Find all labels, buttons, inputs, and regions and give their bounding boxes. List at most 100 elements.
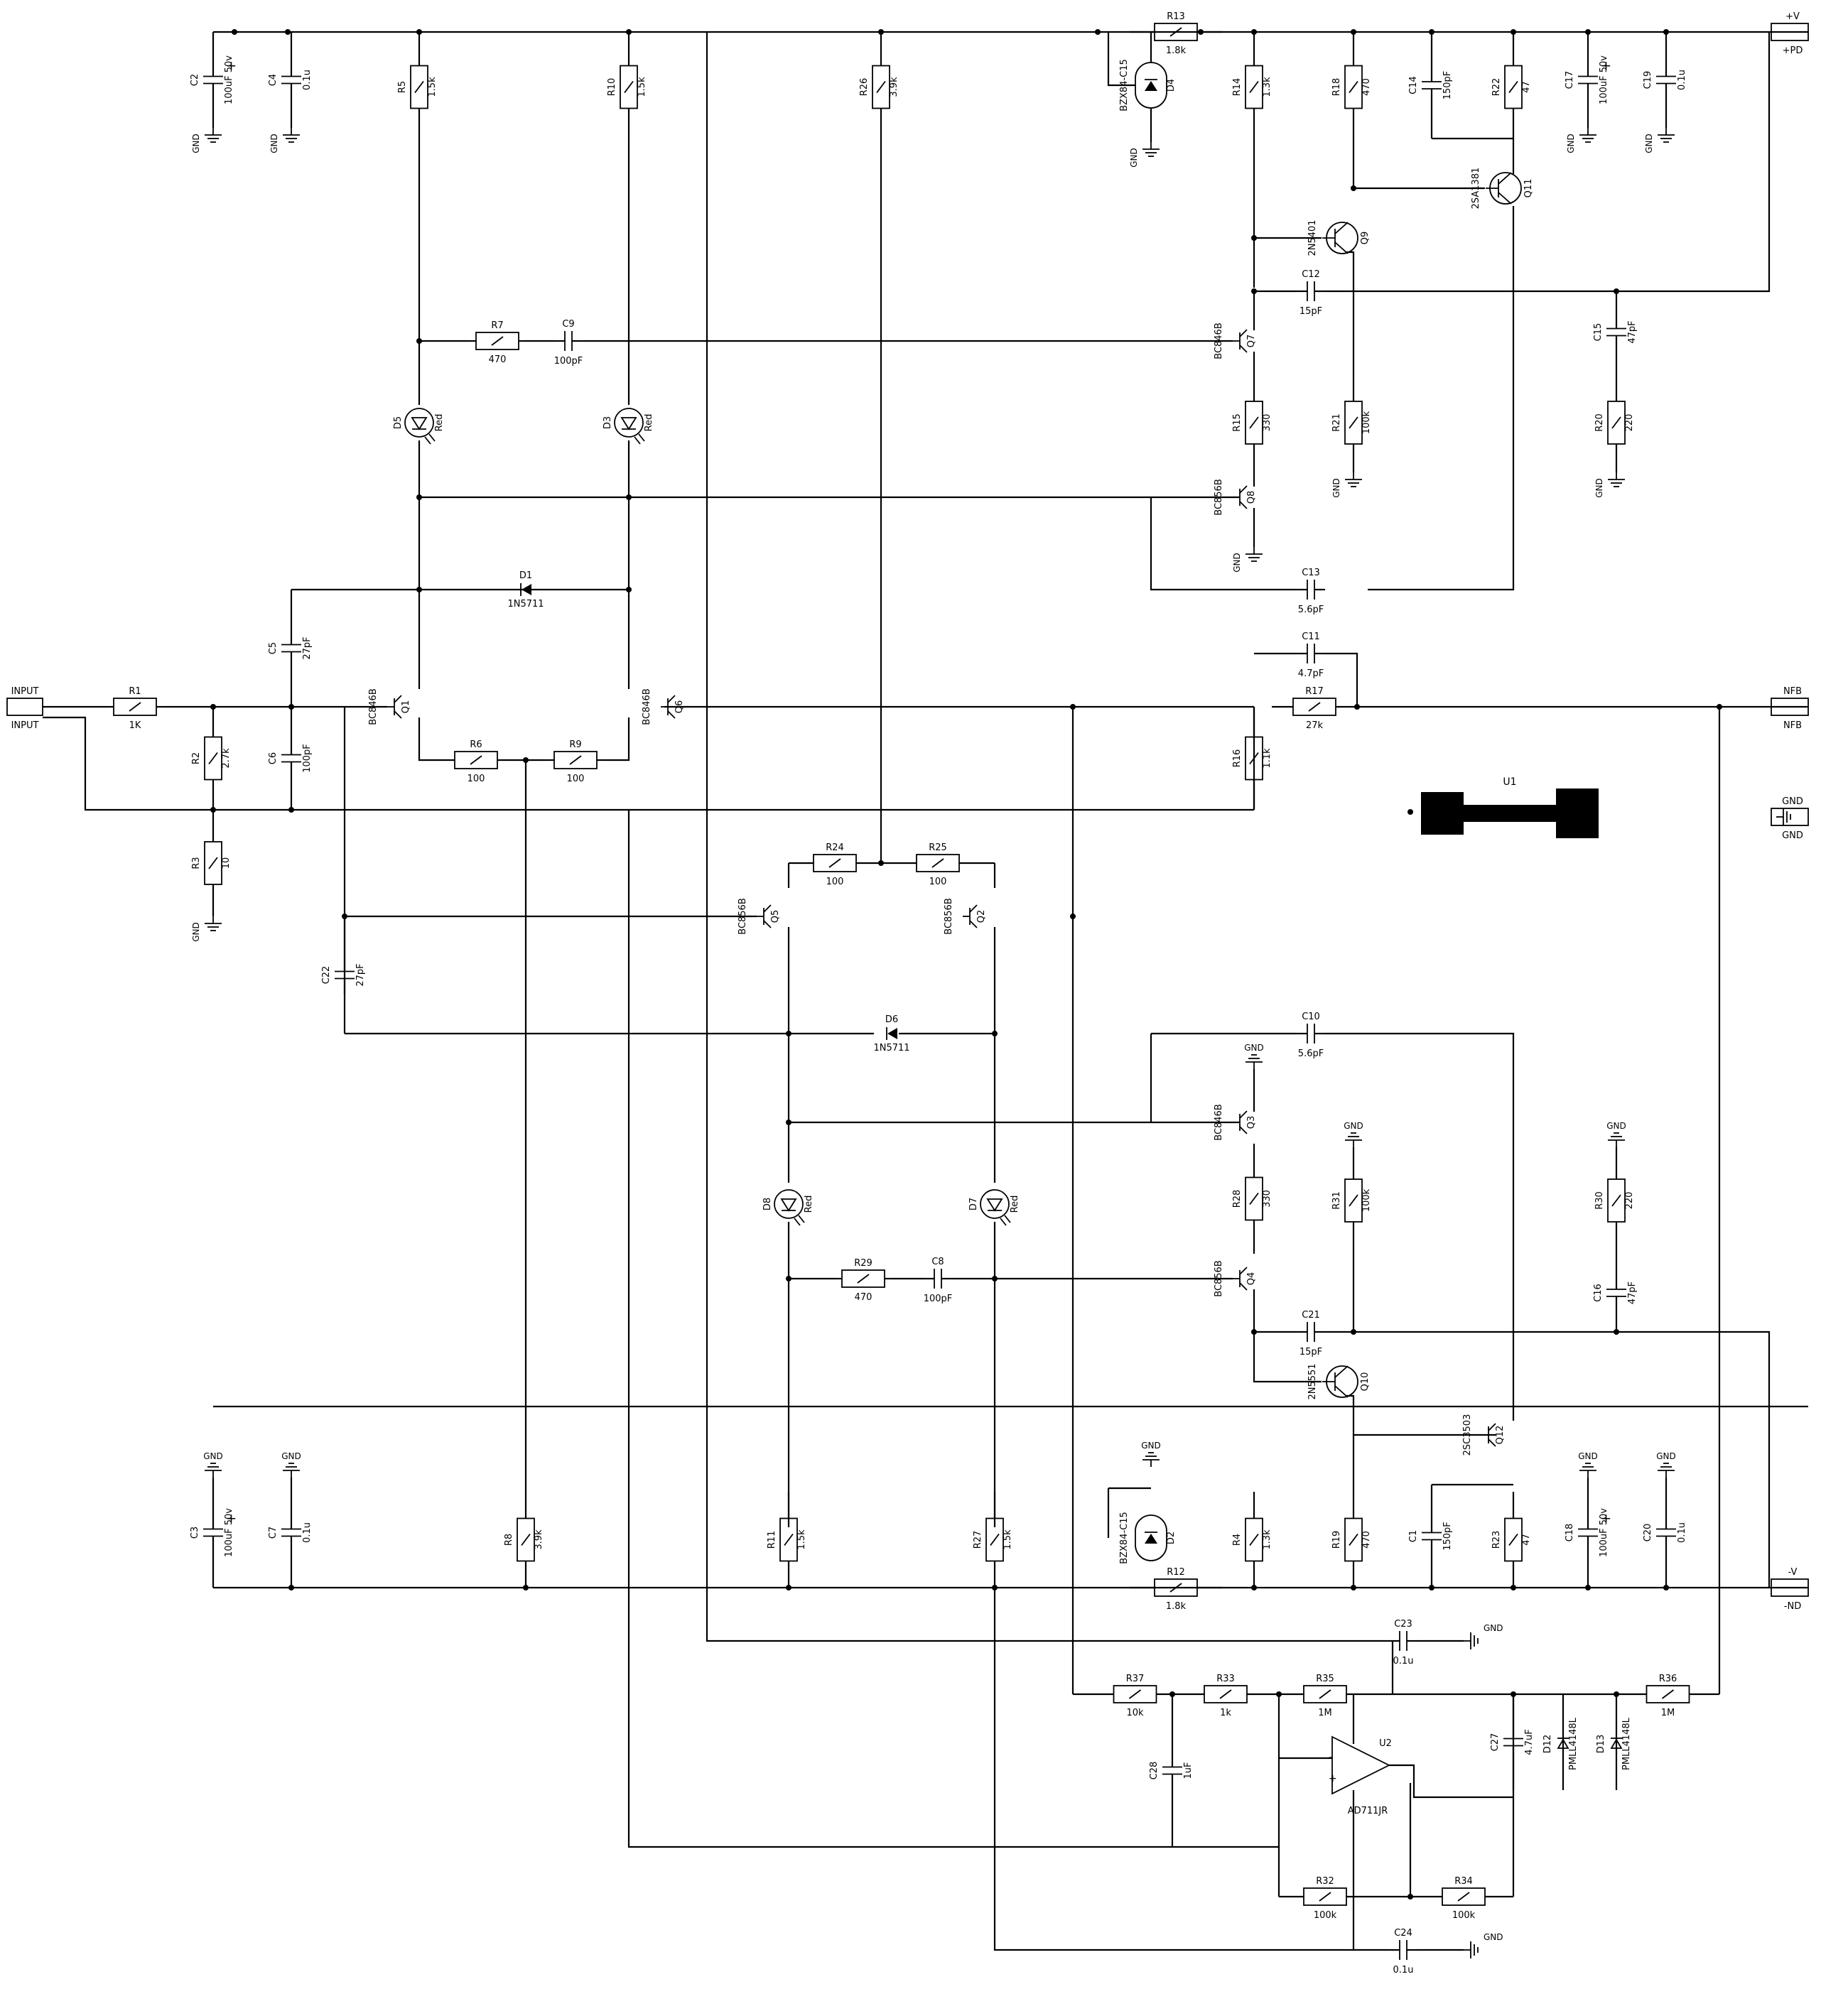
label: R4 <box>1232 1534 1243 1546</box>
label: 100 <box>826 877 844 887</box>
label: 5.6pF <box>1298 1048 1324 1059</box>
wire <box>1325 1032 1515 1421</box>
ground-symbol: GND <box>269 128 300 153</box>
label: R6 <box>470 739 482 750</box>
ground-symbol: GND <box>1344 1121 1363 1147</box>
wire <box>627 810 1279 1848</box>
label: BC856B <box>1214 1260 1224 1297</box>
label: C16 <box>1593 1284 1604 1302</box>
label: 100uF 50v <box>224 55 234 104</box>
ground-symbol: GND <box>191 128 222 153</box>
label: 2N5551 <box>1307 1363 1318 1399</box>
connector-v: -V-ND <box>1771 1567 1809 1612</box>
label: Q4 <box>1246 1272 1257 1286</box>
label: 1K <box>129 720 141 731</box>
label: C8 <box>931 1257 944 1267</box>
label: 100k <box>1361 1188 1372 1212</box>
junction-dot <box>416 587 422 592</box>
label: 1.5k <box>796 1529 807 1550</box>
ground-symbol: GND <box>1232 547 1263 573</box>
label: 0.1u <box>302 1522 313 1543</box>
label: INPUT <box>11 720 39 731</box>
label: BZX84-C15 <box>1119 1512 1130 1564</box>
wire <box>706 32 1353 1642</box>
wire <box>1346 1394 1355 1492</box>
label: R2 <box>191 752 202 764</box>
label: R18 <box>1331 78 1342 97</box>
connector-v: +V+PD <box>1771 11 1809 56</box>
ground-symbol: GND <box>1129 142 1160 168</box>
label: 0.1u <box>1393 1656 1414 1666</box>
label: R34 <box>1454 1876 1473 1887</box>
label: R31 <box>1331 1191 1342 1210</box>
label: Red <box>644 414 654 432</box>
label: 47 <box>1521 81 1532 93</box>
label: R10 <box>607 78 617 97</box>
label: 100k <box>1452 1910 1476 1921</box>
wires <box>43 29 1808 1951</box>
wire <box>418 717 448 762</box>
label: 15pF <box>1299 306 1322 317</box>
ground-symbol: GND <box>191 916 222 942</box>
label: R19 <box>1331 1531 1342 1549</box>
label: 100 <box>567 774 585 784</box>
label: 0.1u <box>1393 1965 1414 1976</box>
label: R28 <box>1232 1190 1243 1208</box>
label: 2SA1381 <box>1471 168 1481 210</box>
wire <box>1368 206 1515 591</box>
label: 1N5711 <box>507 599 544 609</box>
ground-symbol: GND <box>1464 1932 1503 1958</box>
label: 100k <box>1361 411 1372 434</box>
label: R35 <box>1316 1674 1334 1684</box>
label: C1 <box>1408 1530 1419 1542</box>
label: R15 <box>1232 413 1243 432</box>
label: D8 <box>762 1198 773 1210</box>
label: 470 <box>1361 1531 1372 1549</box>
label: R1 <box>129 686 141 697</box>
label: NFB <box>1783 686 1802 697</box>
label: 4.7uF <box>1524 1729 1535 1755</box>
label: Q6 <box>674 700 685 714</box>
label: Q12 <box>1495 1426 1506 1445</box>
label: R23 <box>1491 1531 1502 1549</box>
label: 100pF <box>924 1294 953 1304</box>
label: 3.9k <box>889 77 899 97</box>
label: +V <box>1785 11 1800 22</box>
label: Q7 <box>1246 335 1257 348</box>
label: GND <box>191 922 201 942</box>
capacitor-c8: C8 100pF <box>924 1257 953 1304</box>
resistor-r18: R18 470 <box>1331 32 1372 142</box>
label: R12 <box>1167 1567 1185 1578</box>
label: GND <box>1656 1451 1676 1461</box>
resistor-r19: R19 470 <box>1331 1492 1372 1588</box>
svg-text:+: + <box>226 1512 237 1527</box>
label: R7 <box>491 320 503 331</box>
label: GND <box>1129 148 1139 168</box>
ground-symbol: GND <box>1656 1451 1676 1478</box>
label: R37 <box>1126 1674 1145 1684</box>
label: PMLL4148L <box>1568 1717 1579 1770</box>
label: 470 <box>1361 78 1372 96</box>
